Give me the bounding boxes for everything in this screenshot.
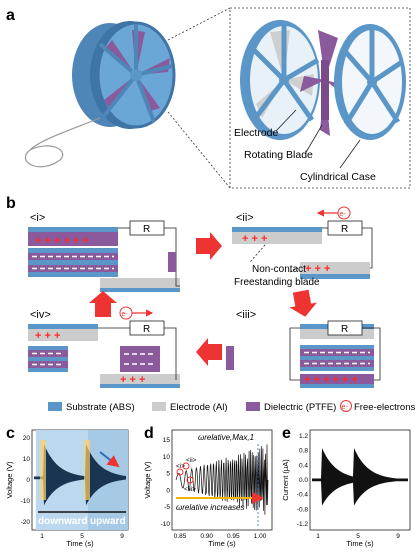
state-i-label: <i>	[30, 212, 45, 224]
tick-label: 5	[356, 533, 360, 540]
tick-label: 5	[166, 471, 170, 478]
omega-increases: ωrelative increases	[176, 503, 244, 512]
marker-ii: <ii>	[186, 457, 197, 464]
tick-label: 10	[163, 454, 171, 461]
tick-label: 0.85	[174, 533, 187, 540]
svg-text:+ + +: + + +	[35, 330, 60, 342]
state-iv: <iv> + + + + + + R e-	[28, 306, 180, 388]
panel-d-xlabel: Time (s)	[208, 539, 236, 548]
legend-electrode: Electrode (Al)	[170, 402, 228, 413]
tick-label: -1.2	[297, 521, 309, 528]
state-ii-label: <ii>	[236, 212, 254, 224]
state-iv-label: <iv>	[30, 309, 51, 321]
state-i: <i> + + + + + + R	[28, 212, 180, 292]
resistor-ii: R	[341, 224, 348, 235]
tick-label: 0	[26, 477, 30, 484]
resistor-iv: R	[143, 324, 150, 335]
tick-label: -5	[164, 504, 170, 511]
panel-d-ylabel: Voltage (V)	[143, 461, 152, 499]
tick-label: 10	[23, 456, 31, 463]
device-3d	[24, 21, 176, 168]
resistor-i: R	[143, 224, 150, 235]
state-iii: <iii> + + + + + + R	[236, 309, 381, 388]
legend: Substrate (ABS) Electrode (Al) Dielectri…	[48, 400, 415, 413]
panel-d-chart: <i> <ii> <iii> ωrelative,Max,1 ωrelative…	[143, 429, 273, 548]
omega-max: ωrelative,Max,1	[198, 433, 254, 442]
blade-caption-1: Non-contact	[252, 264, 306, 275]
marker-i: <i>	[176, 463, 185, 470]
tick-label: -0.4	[297, 492, 309, 499]
arrow-iv-i	[89, 291, 117, 317]
legend-substrate: Substrate (ABS)	[66, 402, 135, 413]
panel-c-xlabel: Time (s)	[66, 539, 94, 548]
state-iii-label: <iii>	[236, 309, 256, 321]
panel-c-chart: downward upward Voltage (V) Time (s) 20 1…	[5, 429, 129, 548]
panel-e-chart: Current (μA) Time (s) 1.2 0.8 0.4 0.0 -0.4 -0…	[281, 429, 411, 548]
arrow-i-ii	[196, 232, 222, 260]
annot-upward: upward	[90, 516, 126, 527]
tick-label: -10	[161, 521, 171, 528]
arrow-ii-iii	[289, 289, 317, 317]
tick-label: 1.2	[299, 433, 308, 440]
svg-text:+ + + + + +: + + + + + +	[304, 374, 358, 386]
exploded-view	[240, 20, 406, 140]
legend-electron-symbol: e-	[342, 404, 349, 411]
blade-caption-2: Freestanding blade	[234, 277, 320, 288]
tick-label: 0.4	[299, 462, 308, 469]
exploded-view-box	[229, 7, 411, 189]
resistor-iii: R	[341, 324, 348, 335]
panel-c-letter: c	[6, 425, 15, 442]
svg-text:+ + +: + + +	[305, 263, 330, 275]
tick-label: 20	[23, 435, 31, 442]
tick-label: 5	[80, 533, 84, 540]
tick-label: 1.00	[254, 533, 267, 540]
tick-label: 0.8	[299, 448, 308, 455]
tick-label: 0.95	[227, 533, 240, 540]
panel-e-xlabel: Time (s)	[346, 539, 374, 548]
panel-c-ylabel: Voltage (V)	[5, 461, 14, 499]
tick-label: 9	[120, 533, 124, 540]
tick-label: 0.0	[299, 477, 308, 484]
legend-free-electrons: Free-electrons	[354, 402, 415, 413]
label-rotating-blade: Rotating Blade	[244, 149, 313, 161]
tick-label: -20	[21, 519, 31, 526]
tick-label: 0.90	[200, 533, 213, 540]
label-electrode: Electrode	[234, 127, 279, 139]
panel-a-letter: a	[6, 7, 15, 24]
label-cylindrical-case: Cylindrical Case	[300, 171, 376, 183]
tick-label: 1	[316, 533, 320, 540]
arrow-iii-iv	[196, 338, 222, 366]
electron-ii: e-	[340, 211, 347, 218]
svg-text:+ + + + + +: + + + + + +	[35, 235, 89, 247]
svg-text:+ + +: + + +	[242, 233, 267, 245]
panel-e-ylabel: Current (μA)	[281, 459, 290, 501]
panel-d-letter: d	[144, 425, 154, 442]
tick-label: 1	[40, 533, 44, 540]
tick-label: -10	[21, 498, 31, 505]
svg-text:+ + +: + + +	[120, 374, 145, 386]
electron-iv: e-	[122, 311, 129, 318]
tick-label: -0.8	[297, 506, 309, 513]
marker-iii: <iii>	[184, 486, 196, 493]
tick-label: 9	[396, 533, 400, 540]
tick-label: 0	[166, 487, 170, 494]
panel-b-letter: b	[6, 195, 16, 212]
state-ii: <ii> + + + + + + R e- Non-contact Freest…	[232, 206, 373, 288]
panel-e-letter: e	[282, 425, 291, 442]
legend-dielectric: Dielectric (PTFE)	[264, 402, 336, 413]
tick-label: 15	[163, 437, 171, 444]
annot-downward: downward	[38, 516, 87, 527]
